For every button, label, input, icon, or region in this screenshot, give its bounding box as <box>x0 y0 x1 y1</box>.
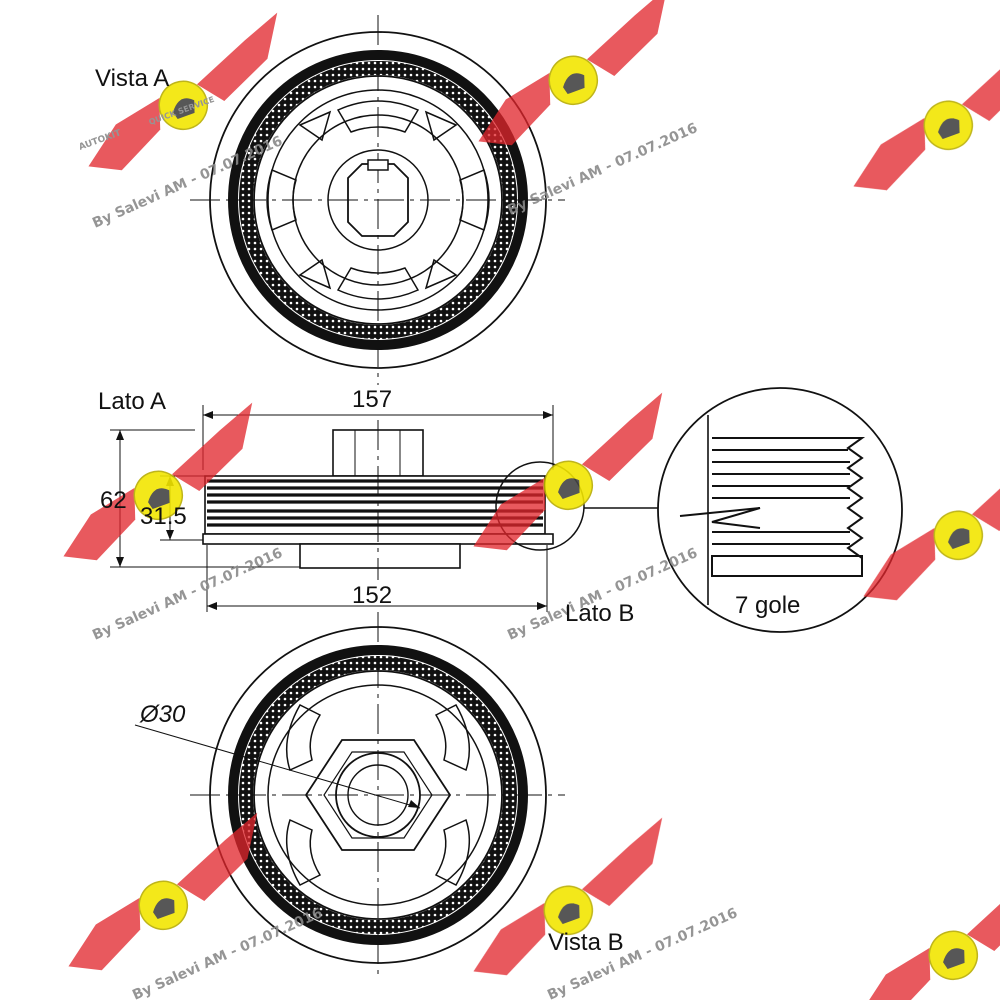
grooves-label: 7 gole <box>735 592 800 619</box>
side-b-label: Lato B <box>565 600 634 627</box>
side-view <box>110 405 660 612</box>
view-a <box>190 15 565 385</box>
pulley-height-dimension: 31.5 <box>140 503 187 530</box>
outer-width-dimension: 157 <box>352 386 392 413</box>
side-a-label: Lato A <box>98 388 166 415</box>
view-a-label: Vista A <box>95 65 169 92</box>
watermark-text: By Salevi AM - 07.07.2016 <box>505 545 700 643</box>
groove-detail <box>657 387 903 633</box>
watermark-text: By Salevi AM - 07.07.2016 <box>505 120 700 218</box>
view-b <box>134 612 565 975</box>
bore-diameter-dimension: Ø30 <box>139 701 186 728</box>
total-height-dimension: 62 <box>100 487 127 514</box>
view-b-label: Vista B <box>548 929 624 956</box>
inner-width-dimension: 152 <box>352 582 392 609</box>
